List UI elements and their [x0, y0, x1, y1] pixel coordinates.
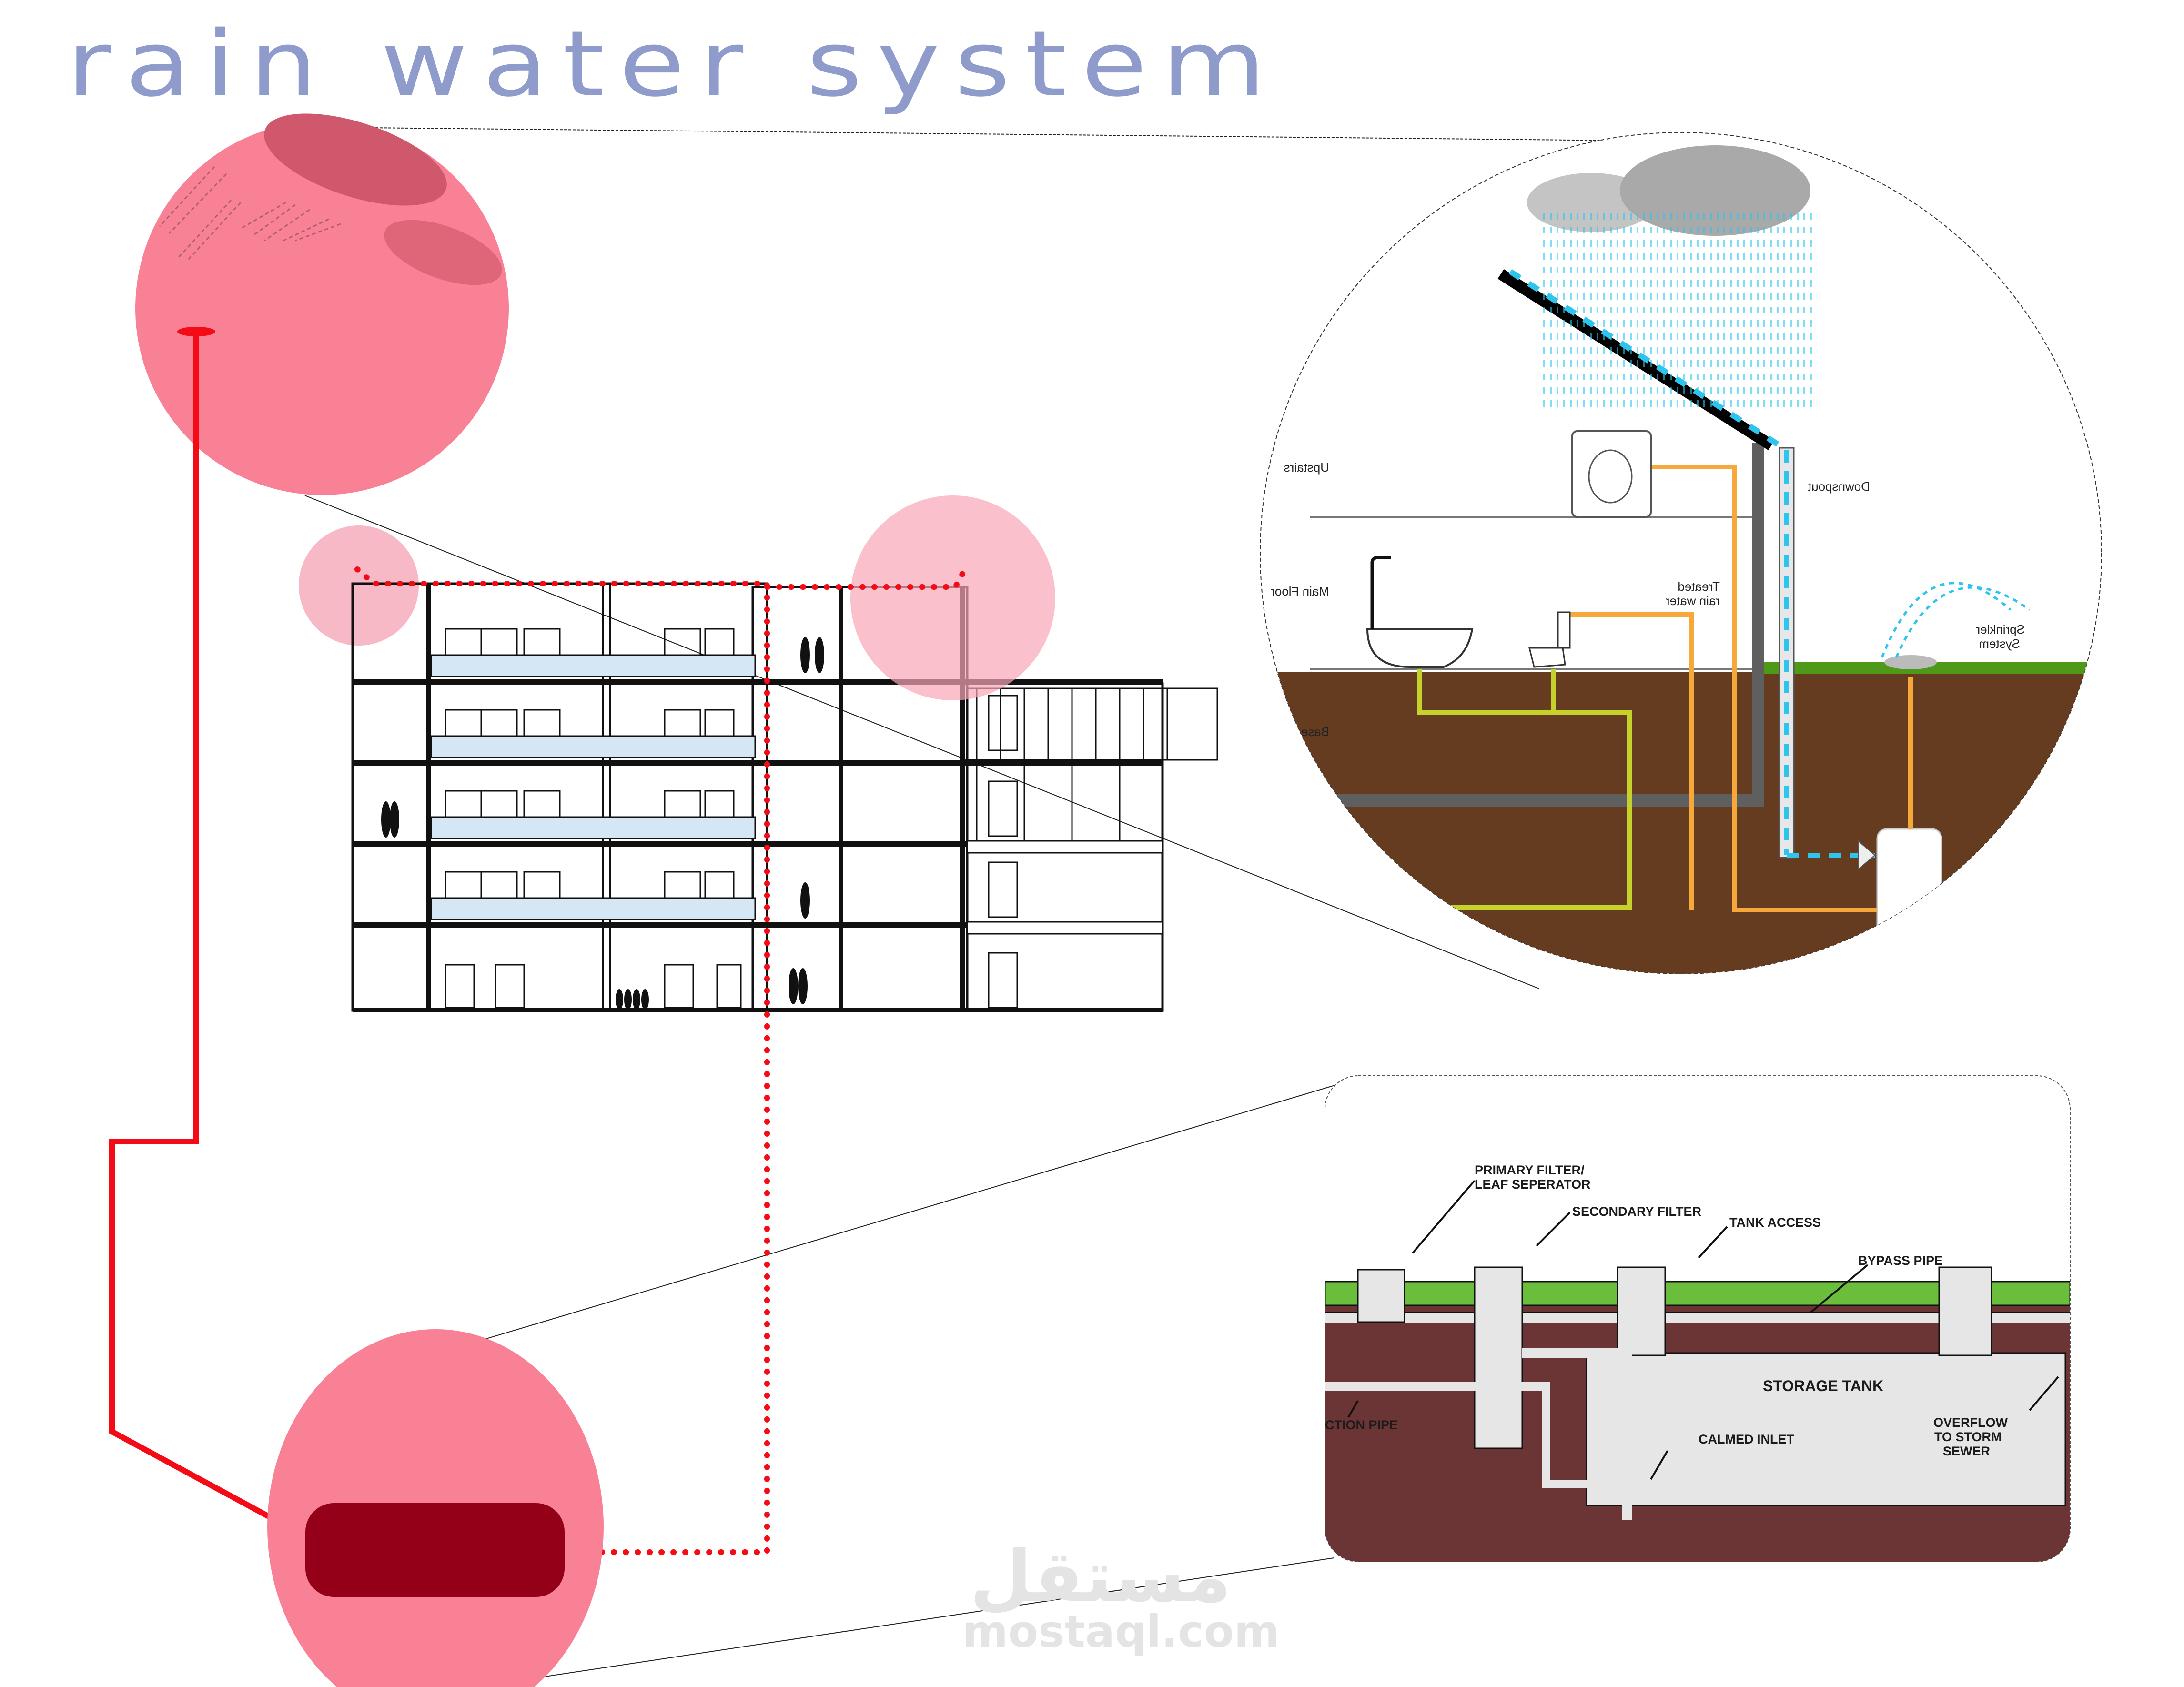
watermark-arabic: مستقل: [970, 1535, 1232, 1618]
label-upstairs: Upstairs: [1284, 460, 1329, 475]
people-silhouettes: [381, 637, 824, 1010]
bathtub-icon: [1366, 628, 1474, 668]
tank-access-riser: [1617, 1266, 1666, 1356]
roof-highlight-left: [299, 525, 419, 646]
supply-pipe-dotted: [354, 566, 770, 1555]
pipe-route: [109, 332, 968, 1555]
leader-line-tank-top: [414, 1079, 1356, 1361]
label-suction-pipe: CTION PIPE: [1325, 1418, 1398, 1432]
rain: [1539, 210, 1815, 410]
label-downspout: Downspout: [1808, 479, 1870, 494]
washing-machine-icon: [1571, 430, 1652, 518]
treated-pipe-upper: [1648, 465, 1877, 912]
secondary-filter: [1474, 1266, 1523, 1449]
label-primary-filter-2: LEAF SEPERATOR: [1475, 1177, 1591, 1192]
roof-collection-dotted: [764, 566, 968, 590]
rain-highlight-circle: [135, 113, 509, 495]
label-secondary-filter: SECONDARY FILTER: [1572, 1204, 1701, 1219]
leader-line-tank-bottom: [472, 1557, 1335, 1687]
label-storage-tank: STORAGE TANK: [1763, 1377, 1883, 1394]
truss-extension: [966, 687, 1218, 935]
house-wall: [1325, 443, 1764, 807]
label-overflow-2: TO STORM: [1934, 1430, 2002, 1444]
sprinkler-head: [1884, 655, 1937, 669]
treated-pipe-lower: [1570, 612, 1694, 910]
label-overflow-3: SEWER: [1943, 1444, 1990, 1458]
cloud-large: [264, 113, 447, 206]
leader-line-top: [366, 127, 1620, 141]
tank-highlight-circle: [267, 1329, 604, 1687]
tank-access-riser-2: [1938, 1266, 1992, 1356]
rain-streaks: [159, 166, 341, 261]
storage-tank-diagram: PRIMARY FILTER/ LEAF SEPERATOR SECONDARY…: [1325, 1075, 2071, 1562]
leader-line-mid: [304, 495, 1539, 989]
storage-tank-block: [305, 1503, 565, 1597]
building-windows: [445, 628, 1018, 1009]
gutter-inlet: [177, 327, 215, 336]
shower-icon: [1370, 556, 1391, 629]
label-bypass-pipe: BYPASS PIPE: [1858, 1253, 1943, 1268]
label-tank-access: TANK ACCESS: [1729, 1215, 1821, 1230]
label-wastewater: wastewater: [1357, 891, 1411, 903]
calmed-inlet-pipe: [1522, 1348, 1632, 1520]
toilet-icon: [1528, 647, 1566, 668]
watermark: مستقل mostaql.com: [962, 1535, 1280, 1657]
label-main-floor: Main Floor: [1271, 584, 1329, 598]
cloud-small: [384, 220, 502, 285]
leader-lines: [304, 127, 1620, 1687]
storage-labels: PRIMARY FILTER/ LEAF SEPERATOR SECONDARY…: [1325, 1163, 2008, 1458]
page-title: rain water system: [67, 11, 1281, 117]
label-primary-filter-1: PRIMARY FILTER/: [1475, 1163, 1585, 1177]
watermark-latin: mostaql.com: [962, 1606, 1280, 1657]
label-basement: Basement: [1273, 725, 1329, 739]
label-sprinkler-2: System: [1979, 636, 2020, 651]
callout-arrows: [1347, 1180, 2059, 1480]
rain-circle: [135, 121, 509, 495]
label-calmed-inlet: CALMED INLET: [1699, 1432, 1794, 1446]
label-sprinkler-1: Sprinkler: [1976, 622, 2025, 636]
house-diagram-labels: Upstairs Main Floor Basement Treated rai…: [1271, 460, 2025, 739]
house-diagram: Upstairs Main Floor Basement Treated rai…: [1260, 132, 2102, 974]
storage-tank-body: [1586, 1352, 2066, 1506]
label-treated-1: Treated: [1678, 579, 1720, 594]
roof-runoff: [1508, 269, 1781, 448]
roof-highlight-right: [850, 495, 1055, 700]
sprinkler-spray: [1881, 582, 2012, 658]
building-section: [299, 495, 1218, 1012]
primary-filter: [1357, 1269, 1405, 1323]
suction-pipe: [1325, 1382, 1589, 1488]
label-overflow-1: OVERFLOW: [1933, 1415, 2008, 1430]
downpipe-solid: [109, 332, 310, 1541]
label-treated-2: rain water: [1666, 594, 1720, 608]
